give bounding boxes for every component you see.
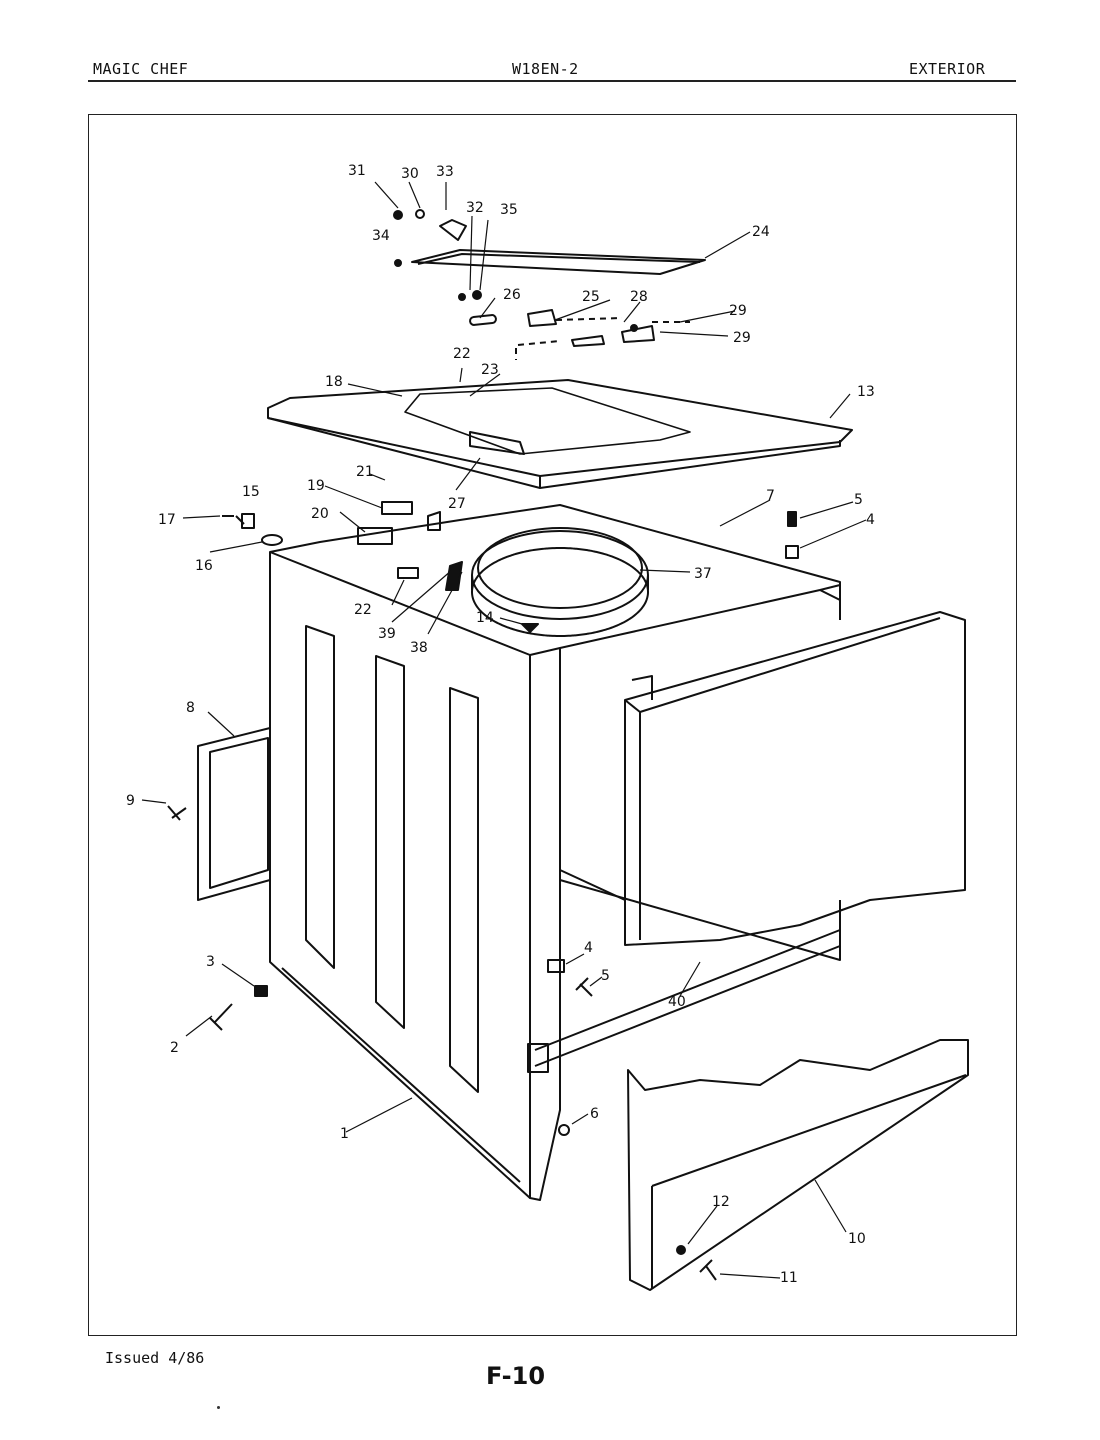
callout: 4: [866, 512, 875, 528]
callout: 20: [311, 506, 329, 522]
issued-date: Issued 4/86: [105, 1349, 205, 1367]
front-panel-part: [627, 1039, 969, 1291]
header-model: W18EN-2: [512, 60, 579, 78]
callout: 34: [372, 228, 390, 244]
callout: 30: [401, 166, 419, 182]
header-rule: [88, 80, 1016, 82]
callout: 5: [601, 968, 610, 984]
header-brand: MAGIC CHEF: [93, 60, 189, 78]
small-hardware: [393, 209, 690, 360]
callout: 15: [242, 484, 260, 500]
callout: 12: [712, 1194, 730, 1210]
callout: 6: [590, 1106, 599, 1122]
callout: 1: [340, 1126, 349, 1142]
callout: 32: [466, 200, 484, 216]
callout: 10: [848, 1231, 866, 1247]
callout: 5: [854, 492, 863, 508]
tub-ring-part: [471, 527, 649, 637]
leader-lines: [141, 181, 867, 1279]
top-panel-part: [267, 379, 853, 489]
callout: 28: [630, 289, 648, 305]
callout: 9: [126, 793, 135, 809]
callout: 8: [186, 700, 195, 716]
diagram-frame: [88, 114, 1017, 1336]
callout: 21: [356, 464, 374, 480]
brace-part: [527, 929, 841, 1073]
callout: 29: [733, 330, 751, 346]
callout: 40: [668, 994, 686, 1010]
callout: 33: [436, 164, 454, 180]
callout: 23: [481, 362, 499, 378]
callout: 39: [378, 626, 396, 642]
callout: 25: [582, 289, 600, 305]
callout: 31: [348, 163, 366, 179]
callout: 13: [857, 384, 875, 400]
callout: 24: [752, 224, 770, 240]
callout: 17: [158, 512, 176, 528]
stray-mark: [217, 1406, 220, 1409]
callout: 14: [476, 610, 494, 626]
callout: 37: [694, 566, 712, 582]
callout: 4: [584, 940, 593, 956]
callout: 27: [448, 496, 466, 512]
screws: [167, 501, 799, 1281]
callout: 2: [170, 1040, 179, 1056]
callout: 38: [410, 640, 428, 656]
callout: 22: [453, 346, 471, 362]
lid-part: [411, 249, 706, 275]
rear-panel-part: [624, 611, 966, 946]
callout: 29: [729, 303, 747, 319]
callout-numbers: 31 30 33 32 35 24 34 26 25 28 29 29 22 2…: [126, 163, 875, 1286]
access-panel-part: [197, 727, 271, 901]
callout: 18: [325, 374, 343, 390]
callout: 16: [195, 558, 213, 574]
header-section: EXTERIOR: [909, 60, 986, 78]
callout: 35: [500, 202, 518, 218]
callout: 26: [503, 287, 521, 303]
callout: 19: [307, 478, 325, 494]
callout: 22: [354, 602, 372, 618]
page-number: F-10: [486, 1362, 546, 1390]
callout: 7: [766, 488, 775, 504]
callout: 11: [780, 1270, 798, 1286]
callout: 3: [206, 954, 215, 970]
